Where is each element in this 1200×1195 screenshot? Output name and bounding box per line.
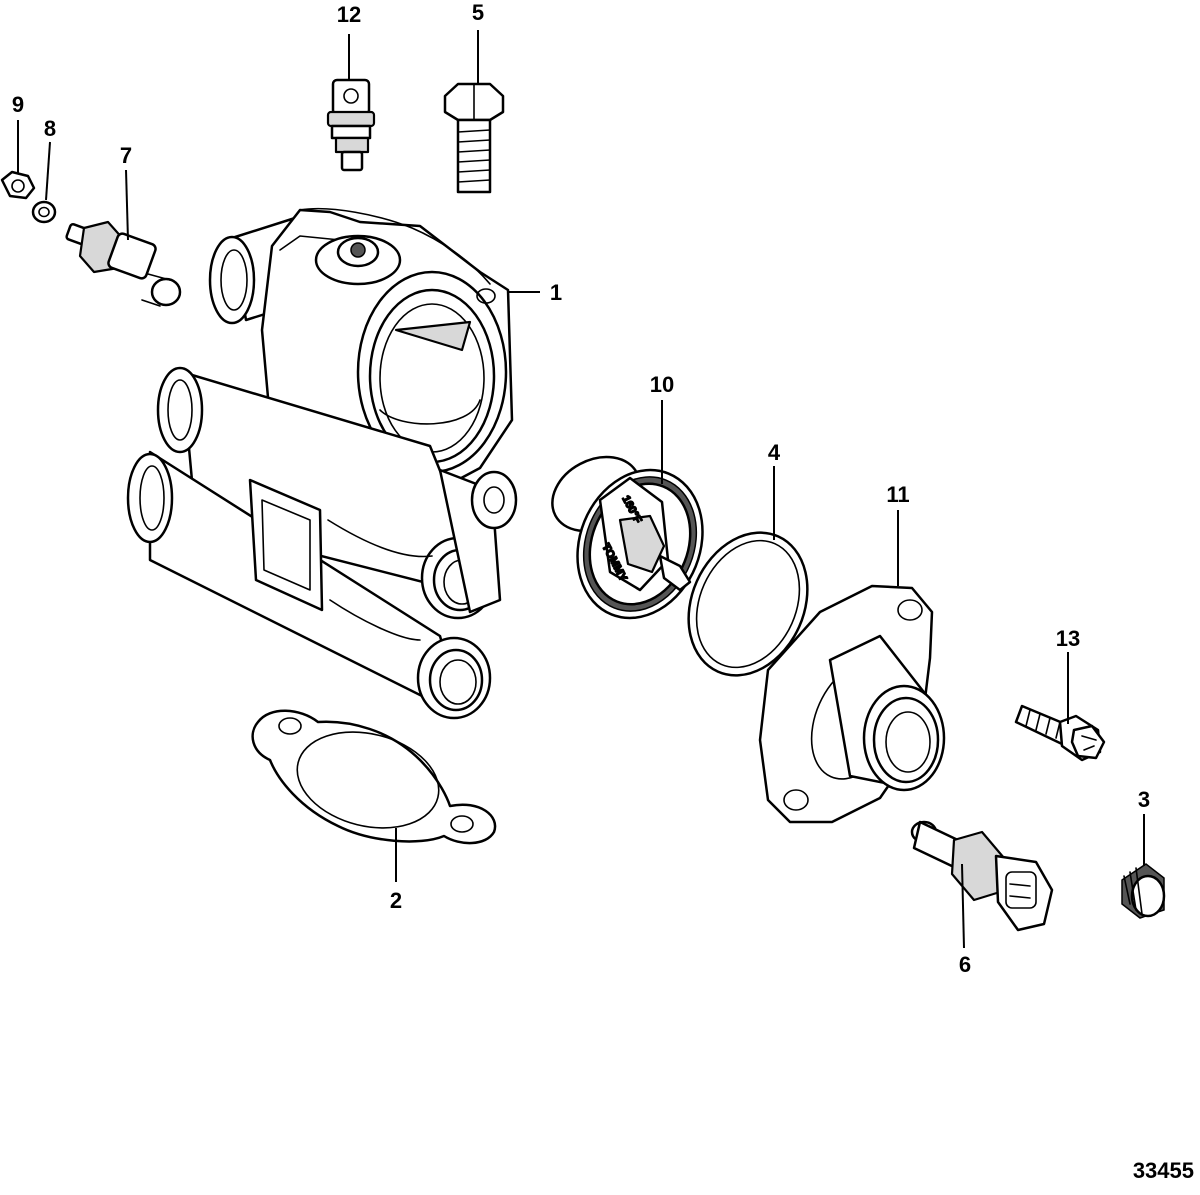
callout-3: 3 [1138, 787, 1150, 812]
callout-2: 2 [390, 888, 402, 913]
callout-4: 4 [768, 440, 781, 465]
callout-7: 7 [120, 143, 132, 168]
part-13-flange-bolt [1014, 704, 1106, 762]
callout-11: 11 [886, 482, 909, 507]
part-7-sensor [65, 220, 182, 307]
part-8-washer [31, 200, 57, 224]
part-9-nut [0, 170, 36, 200]
callout-12: 12 [337, 2, 361, 27]
callout-numbers: 12 5 9 8 7 1 10 4 11 13 3 2 6 [12, 0, 1150, 977]
part-10-thermostat: TOMMY 160°F [551, 455, 704, 620]
part-11-thermostat-cover [758, 584, 946, 824]
callout-1: 1 [550, 280, 562, 305]
part-12-fitting [326, 78, 376, 172]
callout-13: 13 [1056, 626, 1080, 651]
figure-number: 33455 [1133, 1158, 1194, 1183]
callout-6: 6 [959, 952, 971, 977]
part-6-temperature-sender [910, 820, 1054, 932]
leader-lines [17, 30, 1145, 949]
part-4-o-ring [687, 531, 809, 677]
callout-9: 9 [12, 92, 24, 117]
part-5-bolt [443, 82, 505, 194]
leader-6 [961, 863, 965, 949]
callout-10: 10 [650, 372, 674, 397]
part-1-thermostat-housing [126, 207, 518, 720]
callout-5: 5 [472, 0, 484, 25]
callout-8: 8 [44, 116, 56, 141]
part-2-gasket [251, 709, 497, 845]
part-3-pipe-plug [1121, 863, 1166, 919]
leader-7 [125, 169, 129, 241]
leader-8 [45, 141, 51, 201]
